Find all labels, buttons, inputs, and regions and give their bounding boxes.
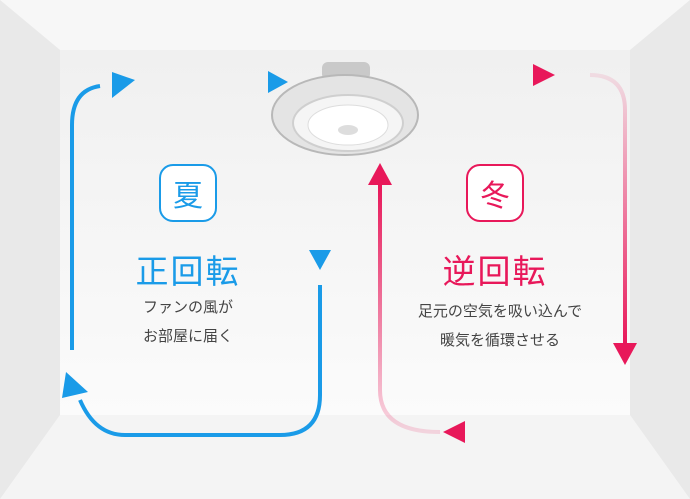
summer-description: ファンの風が お部屋に届く xyxy=(88,293,288,351)
winter-badge: 冬 xyxy=(466,164,524,222)
winter-desc-line: 足元の空気を吸い込んで xyxy=(417,302,583,320)
summer-airflow-arrows xyxy=(62,71,331,437)
left-wall xyxy=(0,0,60,499)
summer-badge: 夏 xyxy=(159,164,217,222)
summer-mode-title: 正回転 xyxy=(135,252,241,291)
winter-airflow-arrows xyxy=(368,64,637,443)
ceiling-fan xyxy=(271,62,419,156)
winter-description: 足元の空気を吸い込んで 暖気を循環させる xyxy=(385,297,615,355)
summer-desc-line: ファンの風が xyxy=(142,298,233,316)
winter-desc-line: 暖気を循環させる xyxy=(439,331,560,349)
ceiling xyxy=(0,0,690,50)
summer-desc-line: お部屋に届く xyxy=(142,327,233,345)
winter-mode-title: 逆回転 xyxy=(442,252,548,291)
right-wall xyxy=(630,0,690,499)
